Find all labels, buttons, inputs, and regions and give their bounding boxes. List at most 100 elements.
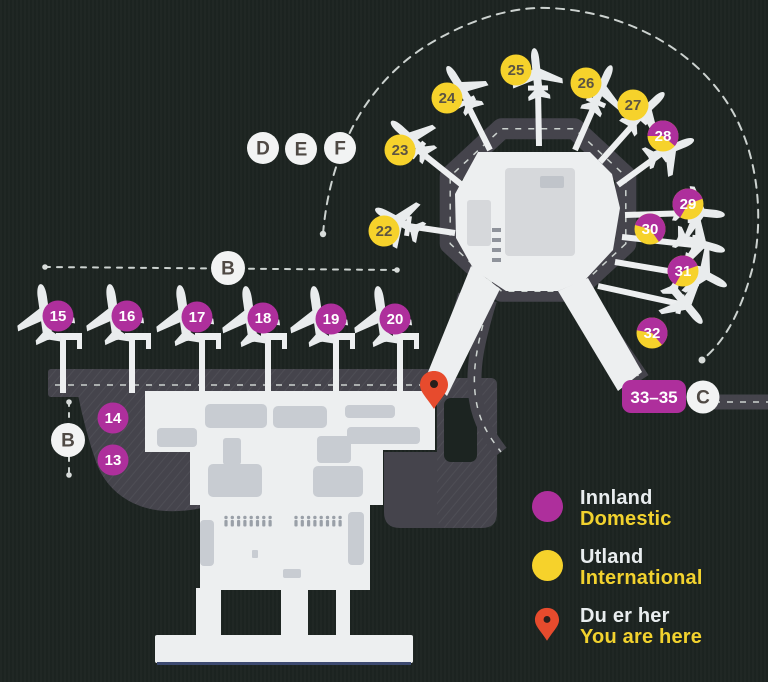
person-icon (262, 520, 266, 527)
security-lane-icons (224, 515, 342, 527)
pier-marker-label: B (61, 431, 75, 452)
person-icon (319, 520, 323, 527)
jet-bridge (129, 340, 135, 393)
gate-number-label: 28 (655, 128, 672, 145)
jet-bridge-foot (282, 340, 287, 349)
gate-14: 14 (97, 402, 129, 434)
jet-bridge-head (261, 333, 287, 340)
gate-number-label: 30 (642, 221, 659, 238)
person-icon (268, 515, 272, 520)
person-icon (313, 520, 317, 527)
pier-marker-d: D (247, 132, 279, 164)
jet-bridge-head (329, 333, 355, 340)
person-icon (243, 520, 247, 527)
person-icon (268, 520, 272, 527)
jet-bridge (333, 340, 339, 393)
legend-you-are-here-label-en: You are here (580, 626, 703, 648)
gate-27: 27 (617, 89, 649, 121)
gate-16: 16 (111, 300, 143, 332)
gate-number-label: 23 (392, 142, 409, 159)
pier-marker-c: C (686, 380, 720, 414)
person-icon (230, 520, 234, 527)
gate-32: 32 (636, 317, 668, 349)
gate-29: 29 (672, 188, 704, 220)
person-icon (338, 520, 342, 527)
person-icon (332, 515, 336, 520)
jet-bridge (199, 340, 205, 393)
gate-19: 19 (315, 303, 347, 335)
gate-28: 28 (647, 120, 679, 152)
gate-number-label: 14 (105, 410, 122, 427)
international-circle-icon (532, 547, 566, 585)
person-icon (332, 520, 336, 527)
gate-24: 24 (431, 82, 463, 114)
pier-marker-label: F (334, 139, 346, 160)
person-icon (236, 515, 241, 520)
gates-layer: 13 14 15 16 17 18 19 20 22 23 24 25 26 27 28 29 30 31 32 (42, 54, 704, 476)
gate-number-label: 26 (578, 75, 595, 92)
legend-domestic-label-en: Domestic (580, 508, 672, 530)
guide-dots (42, 230, 706, 478)
legend-international-label-no: Utland (580, 546, 644, 568)
person-icon (313, 515, 317, 520)
person-icon (294, 520, 298, 527)
gate-number-label: 20 (387, 311, 404, 328)
person-icon (325, 515, 330, 520)
jet-bridge-foot (414, 340, 419, 349)
pier-marker-label: E (295, 140, 308, 161)
jet-bridge (535, 87, 542, 147)
gate-range-label: 33–35 (630, 388, 677, 407)
legend-international-label-en: International (580, 567, 703, 589)
pier-marker-b: B (211, 251, 245, 285)
person-icon (338, 515, 342, 520)
jet-bridge-head (195, 333, 221, 340)
pier-marker-label: C (696, 388, 710, 409)
gate-13: 13 (97, 444, 129, 476)
gate-25: 25 (500, 54, 532, 86)
gate-31: 31 (667, 255, 699, 287)
train-platform (155, 635, 413, 663)
jet-bridge (60, 340, 66, 393)
person-icon (300, 520, 304, 527)
jet-bridge-foot (216, 340, 221, 349)
person-icon (255, 515, 260, 520)
jet-bridge-head (56, 333, 82, 340)
gate-number-label: 24 (439, 90, 456, 107)
person-icon (243, 515, 247, 520)
jet-bridge-foot (146, 340, 151, 349)
gate-number-label: 13 (105, 452, 122, 469)
legend-you-are-here-label-no: Du er her (580, 605, 670, 627)
jet-bridge-foot (77, 340, 82, 349)
jet-bridge-foot (350, 340, 355, 349)
gate-number-label: 25 (508, 62, 525, 79)
person-icon (224, 520, 228, 527)
gate-17: 17 (181, 301, 213, 333)
you-are-here-pin-icon (532, 606, 566, 644)
gate-30: 30 (634, 213, 666, 245)
pier-marker-label: B (221, 259, 235, 280)
person-icon (249, 520, 253, 527)
jet-bridge-head (393, 333, 419, 340)
domestic-circle-icon (532, 488, 566, 526)
gate-26: 26 (570, 67, 602, 99)
gate-number-label: 15 (50, 308, 67, 325)
legend-item-international: Utland International (532, 547, 762, 589)
map-legend: Innland Domestic Utland International Du… (532, 488, 762, 665)
person-icon (325, 520, 330, 527)
gate-22: 22 (368, 215, 400, 247)
person-icon (307, 520, 311, 527)
gate-number-label: 31 (675, 263, 692, 280)
person-icon (294, 515, 298, 520)
person-icon (319, 515, 323, 520)
legend-item-domestic: Innland Domestic (532, 488, 762, 530)
jet-bridge (597, 283, 681, 307)
gate-number-label: 32 (644, 325, 661, 342)
gate-range-badge: 33–35 (622, 380, 686, 413)
gate-number-label: 18 (255, 310, 272, 327)
gate-number-label: 29 (680, 196, 697, 213)
gate-number-label: 27 (625, 97, 642, 114)
pier-marker-b: B (51, 423, 85, 457)
